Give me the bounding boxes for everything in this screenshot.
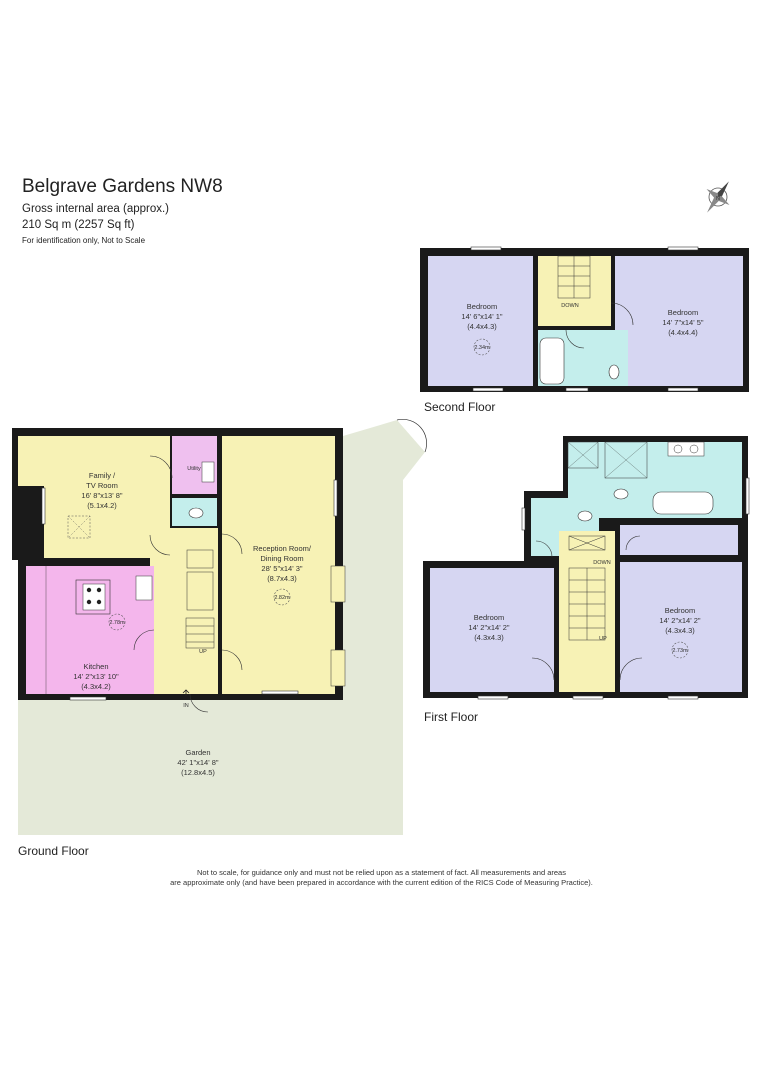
second-stairs xyxy=(557,255,591,299)
garden-dims: 42' 1"x14' 8" xyxy=(177,758,218,767)
reception-metric: (8.7x4.3) xyxy=(267,574,297,583)
ground-stairs xyxy=(185,549,215,649)
first-bedroom-left-name: Bedroom xyxy=(474,613,504,622)
first-stairs xyxy=(568,535,606,641)
first-bedroom-right-name: Bedroom xyxy=(665,606,695,615)
reception-name1: Reception Room/ xyxy=(253,544,312,553)
kitchen-dims: 14' 2"x13' 10" xyxy=(73,672,119,681)
garden-metric: (12.8x4.5) xyxy=(181,768,215,777)
family-tv-room xyxy=(44,436,170,558)
first-ceiling-height: 2.73m xyxy=(672,648,688,654)
ground-floor-plan: UP IN Family / TV Room 16' 8"x xyxy=(12,419,427,835)
entrance-hall xyxy=(150,528,218,694)
disclaimer: Not to scale, for guidance only and must… xyxy=(0,868,763,888)
compass-letter: N xyxy=(716,196,720,202)
second-bedroom-left-dims: 14' 6"x14' 1" xyxy=(461,312,502,321)
kitchen-name: Kitchen xyxy=(83,662,108,671)
first-bathtub xyxy=(652,491,714,515)
family-room-metric: (5.1x4.2) xyxy=(87,501,117,510)
kitchen-ceiling-height: 2.78m xyxy=(109,620,125,626)
area-caption: Gross internal area (approx.) xyxy=(22,203,170,215)
first-wardrobe-area xyxy=(620,525,738,555)
disclaimer-line-1: Not to scale, for guidance only and must… xyxy=(197,868,566,877)
second-ceiling-height: 2.34m xyxy=(474,345,490,351)
bathtub xyxy=(539,337,565,385)
second-bedroom-right-name: Bedroom xyxy=(668,308,698,317)
identification-note: For identification only, Not to Scale xyxy=(22,236,146,245)
first-bedroom-left-dims: 14' 2"x14' 2" xyxy=(468,623,509,632)
hob-icon xyxy=(82,583,106,611)
compass-icon: N xyxy=(706,181,730,213)
family-alcove xyxy=(18,436,48,486)
family-room-name1: Family / xyxy=(89,471,116,480)
second-bedroom-right-dims: 14' 7"x14' 5" xyxy=(662,318,703,327)
disclaimer-line-2: are approximate only (and have been prep… xyxy=(170,878,593,887)
kitchen-sink xyxy=(135,575,153,601)
first-floor-plan: DOWN UP Bedroom 14' 2"x14' 2" (4.3x4.3) … xyxy=(423,436,750,700)
entrance-arrow-icon xyxy=(182,689,190,696)
entrance-label: IN xyxy=(183,703,189,709)
first-bedroom-right-dims: 14' 2"x14' 2" xyxy=(659,616,700,625)
second-floor-label: Second Floor xyxy=(424,400,496,414)
second-bedroom-right xyxy=(615,256,743,386)
first-stairs-down-label: DOWN xyxy=(593,560,610,566)
family-room-dims: 16' 8"x13' 8" xyxy=(81,491,122,500)
family-room-name2: TV Room xyxy=(86,481,118,490)
first-bedroom-right-metric: (4.3x4.3) xyxy=(665,626,695,635)
second-floor-plan: DOWN Bedroom 14' 6"x14' 1" (4.4x4.3) 2.3… xyxy=(420,246,749,392)
garden-name: Garden xyxy=(185,748,210,757)
reception-dims: 28' 5"x14' 3" xyxy=(261,564,302,573)
second-bedroom-left-metric: (4.4x4.3) xyxy=(467,322,497,331)
reception-name2: Dining Room xyxy=(260,554,303,563)
second-bedroom-left xyxy=(428,256,533,386)
ground-floor-label: Ground Floor xyxy=(18,844,89,858)
toilet xyxy=(608,364,620,380)
second-bedroom-right-metric: (4.4x4.4) xyxy=(668,328,698,337)
area-size: 210 Sq m (2257 Sq ft) xyxy=(22,219,135,231)
second-stairs-label: DOWN xyxy=(561,303,578,309)
first-bedroom-left-metric: (4.3x4.3) xyxy=(474,633,504,642)
ground-stairs-up-label: UP xyxy=(199,649,207,655)
reception-ceiling-height: 2.82m xyxy=(274,595,290,601)
second-landing xyxy=(538,256,611,326)
garden xyxy=(18,420,425,835)
property-title: Belgrave Gardens NW8 xyxy=(22,176,223,197)
first-floor-label: First Floor xyxy=(424,710,478,724)
first-stairs-up-label: UP xyxy=(599,636,607,642)
utility-label: Utility xyxy=(187,466,201,472)
second-bedroom-left-name: Bedroom xyxy=(467,302,497,311)
kitchen-metric: (4.3x4.2) xyxy=(81,682,111,691)
first-bedroom-right xyxy=(620,562,742,692)
reception-dining-room xyxy=(222,436,335,694)
first-bedroom-left xyxy=(430,568,554,692)
